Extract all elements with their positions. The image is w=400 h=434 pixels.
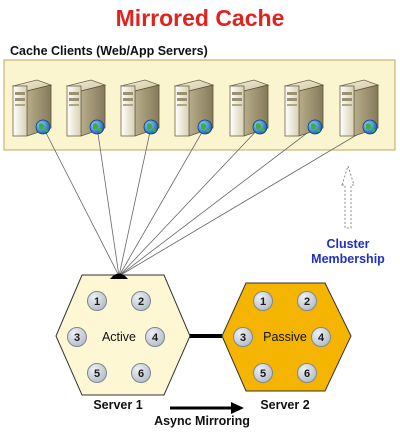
partition-circle: 2 — [297, 291, 317, 311]
partition-circle: 4 — [145, 327, 165, 347]
client-server-icon — [338, 79, 380, 137]
partition-circle: 2 — [131, 291, 151, 311]
client-server-icon — [228, 79, 270, 137]
partition-number: 3 — [74, 332, 80, 344]
connection-line — [42, 126, 120, 277]
server1-label: Server 1 — [93, 398, 142, 412]
partition-number: 4 — [318, 332, 325, 344]
connection-line — [118, 126, 206, 277]
partition-number: 4 — [152, 332, 159, 344]
partition-circle: 5 — [87, 363, 107, 383]
server2-role: Passive — [263, 330, 307, 344]
server1-role: Active — [102, 330, 136, 344]
partition-number: 6 — [304, 368, 310, 380]
partition-circle: 1 — [87, 291, 107, 311]
diagram-title: Mirrored Cache — [116, 5, 285, 31]
connection-line — [118, 126, 316, 277]
server1-partitions: 1 2 3 4 5 6 — [67, 291, 165, 383]
connection-hub-icon — [110, 273, 128, 279]
cache-clients-label: Cache Clients (Web/App Servers) — [10, 44, 208, 58]
partition-number: 5 — [260, 368, 266, 380]
client-server-icon — [173, 79, 215, 137]
async-mirroring-label: Async Mirroring — [154, 414, 250, 428]
partition-circle: 3 — [233, 327, 253, 347]
server2-hexagon — [221, 282, 352, 392]
client-server-icon — [283, 79, 325, 137]
client-server-icon — [119, 79, 161, 137]
partition-circle: 6 — [131, 363, 151, 383]
cluster-membership-label-line1: Cluster — [326, 237, 369, 251]
partition-number: 5 — [94, 368, 100, 380]
server2-partitions: 1 2 3 4 5 6 — [233, 291, 331, 383]
async-mirroring-arrow — [170, 402, 244, 414]
partition-number: 3 — [240, 332, 246, 344]
client-server-group — [11, 79, 380, 137]
partition-number: 1 — [94, 296, 100, 308]
client-server-icon — [65, 79, 107, 137]
connection-line — [96, 126, 120, 277]
cluster-membership-label-line2: Membership — [311, 252, 385, 266]
cluster-membership-arrow — [341, 164, 355, 229]
partition-circle: 1 — [253, 291, 273, 311]
partition-circle: 3 — [67, 327, 87, 347]
connection-line — [118, 126, 261, 277]
partition-number: 6 — [138, 368, 144, 380]
partition-number: 2 — [304, 296, 310, 308]
partition-circle: 5 — [253, 363, 273, 383]
partition-circle: 4 — [311, 327, 331, 347]
server2-label: Server 2 — [260, 398, 309, 412]
client-server-icon — [11, 79, 53, 137]
partition-circle: 6 — [297, 363, 317, 383]
partition-number: 1 — [260, 296, 266, 308]
connection-line — [118, 126, 371, 277]
connection-line — [118, 126, 152, 277]
client-connection-lines — [42, 126, 371, 277]
partition-number: 2 — [138, 296, 144, 308]
